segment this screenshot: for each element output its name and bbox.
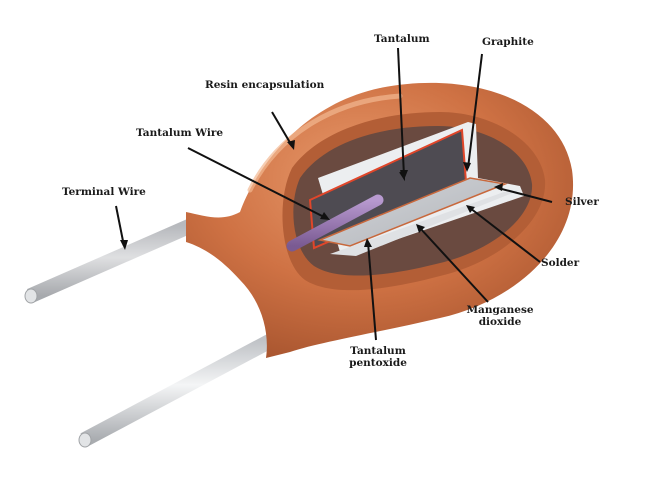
label-resin-encapsulation: Resin encapsulation xyxy=(205,79,325,91)
label-manganese-line2: dioxide xyxy=(478,316,522,328)
label-pentoxide-line1: Tantalum xyxy=(350,345,406,357)
label-tantalum-pentoxide: Tantalum pentoxide xyxy=(338,345,418,369)
label-terminal-wire: Terminal Wire xyxy=(62,186,146,198)
label-solder: Solder xyxy=(541,257,580,269)
label-manganese-dioxide: Manganese dioxide xyxy=(460,304,540,328)
terminal-wire-upper xyxy=(24,219,194,304)
label-manganese-line1: Manganese xyxy=(466,304,534,316)
label-silver: Silver xyxy=(565,196,599,208)
label-pentoxide-line2: pentoxide xyxy=(349,357,407,369)
leader-lines xyxy=(115,47,553,341)
label-tantalum-wire: Tantalum Wire xyxy=(136,127,224,139)
label-tantalum: Tantalum xyxy=(374,33,430,45)
tantalum-wire xyxy=(286,194,384,252)
terminal-wire-lower xyxy=(78,333,276,448)
arrow-heads xyxy=(120,140,503,250)
label-graphite: Graphite xyxy=(482,36,534,48)
